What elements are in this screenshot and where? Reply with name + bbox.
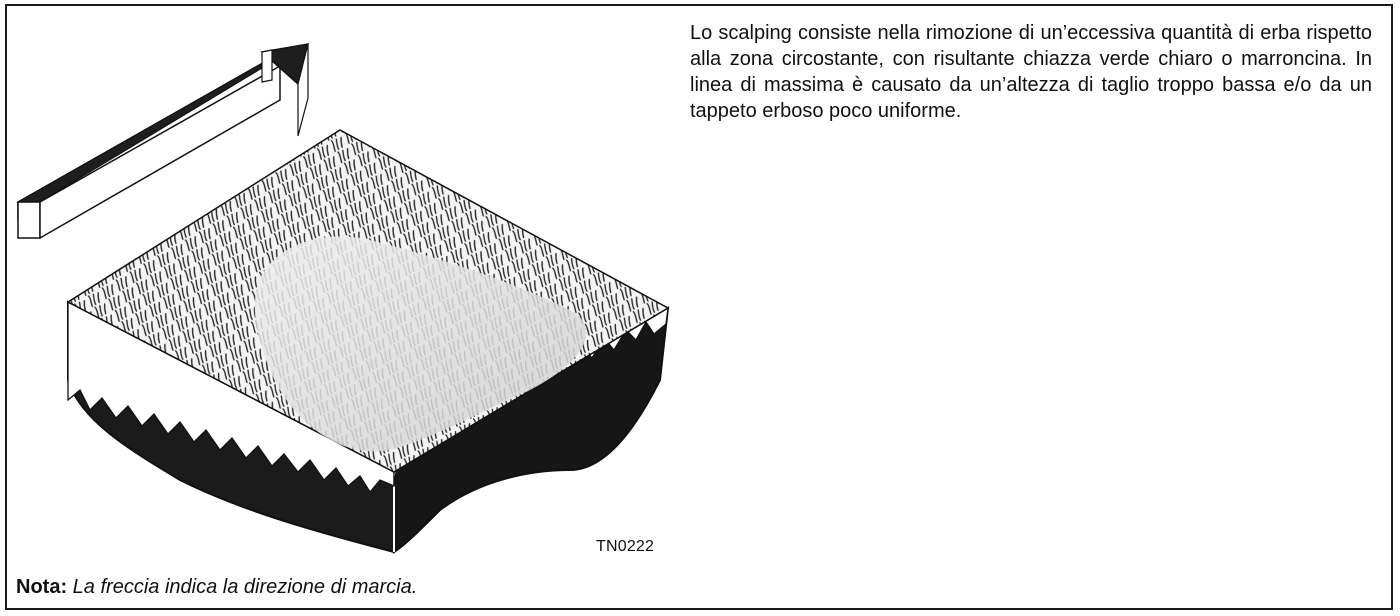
figure-id-label: TN0222 bbox=[596, 538, 655, 555]
figure-frame bbox=[5, 4, 1393, 610]
note: Nota: La freccia indica la direzione di … bbox=[16, 574, 417, 600]
scalping-illustration bbox=[16, 43, 670, 554]
note-text: La freccia indica la direzione di marcia… bbox=[72, 576, 418, 598]
turf-block-icon bbox=[66, 129, 670, 554]
direction-arrow-icon bbox=[16, 43, 310, 240]
description-paragraph: Lo scalping consiste nella rimozione di … bbox=[690, 22, 1372, 122]
note-label: Nota: bbox=[16, 576, 68, 598]
